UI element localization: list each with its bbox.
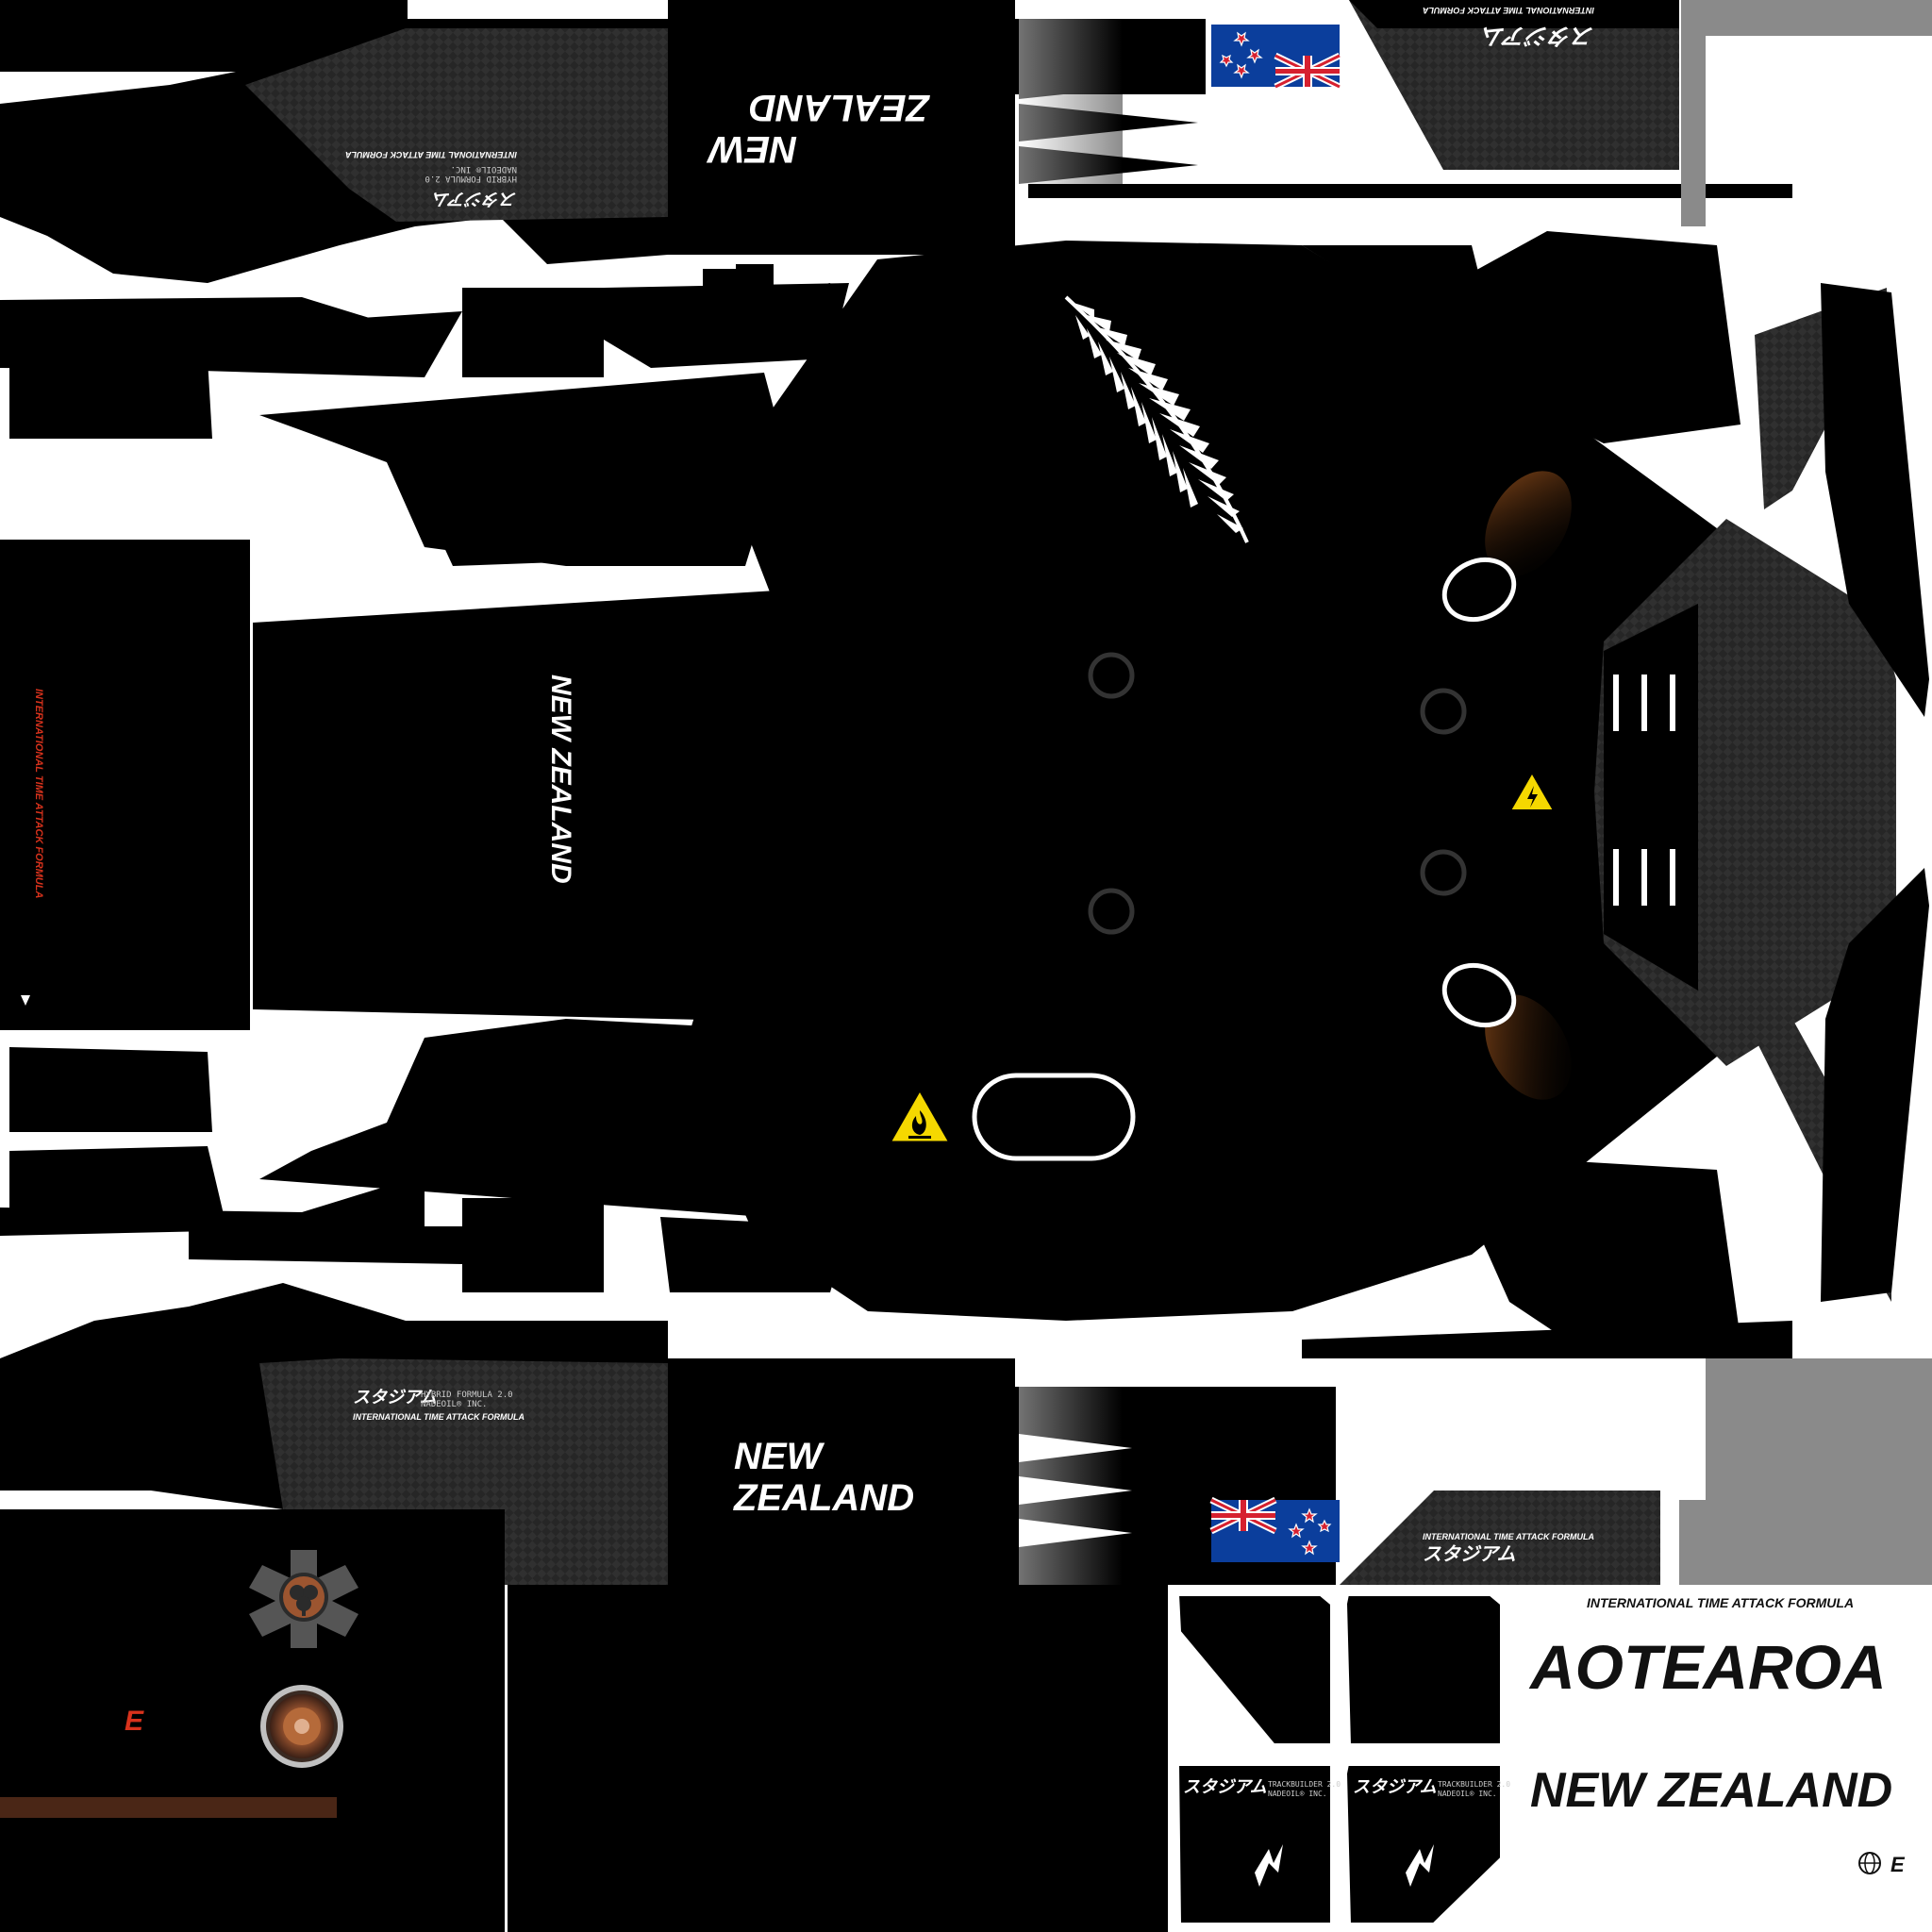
- brand-katakana-top: スタジアム: [433, 190, 517, 208]
- mount-ring-1: [1088, 652, 1135, 699]
- exhaust-oval-1: [1441, 557, 1517, 623]
- tile-3: [1174, 1762, 1334, 1926]
- left-strip-2: [9, 358, 212, 439]
- left-small-piece: [703, 269, 745, 302]
- copper-strip: [0, 1797, 337, 1818]
- tile-branding-2: スタジアム TRACKBUILDER 2.0 NADEOIL® INC.: [1353, 1777, 1510, 1798]
- company-line-tile-2: NADEOIL® INC.: [1438, 1790, 1497, 1798]
- series-name-endplate-top: INTERNATIONAL TIME ATTACK FORMULA: [1423, 6, 1594, 15]
- copper-disc-icon: [260, 1685, 343, 1768]
- brand-katakana-tile-2: スタジアム: [1353, 1777, 1437, 1796]
- nz-flag-icon: [1211, 25, 1340, 87]
- sidepod-bottom-branding: スタジアム HYBRID FORMULA 2.0 NADEOIL® INC. I…: [353, 1388, 525, 1422]
- country-line2-bottom: ZEALAND: [733, 1477, 914, 1519]
- sidepod-top-carbon: [245, 28, 668, 222]
- brand-katakana-bottom: スタジアム: [353, 1388, 437, 1407]
- mount-ring-3: [1420, 688, 1467, 735]
- hybrid-line-bottom: HYBRID FORMULA 2.0: [421, 1391, 513, 1400]
- left-lower-piece: [189, 1226, 462, 1264]
- series-name-top-left: INTERNATIONAL TIME ATTACK FORMULA: [345, 150, 517, 159]
- arrow-glyph-2: [1406, 1844, 1434, 1887]
- exhaust-trail-1: [1485, 471, 1572, 576]
- endplate-top-black: [1349, 0, 1679, 28]
- country-vertical: NEW ZEALAND: [545, 675, 576, 884]
- chevrons-top: [1019, 19, 1198, 184]
- nose-top-panel: [668, 0, 1015, 255]
- left-strip-3: [170, 311, 462, 377]
- tall-left-panel: [0, 540, 250, 1030]
- rear-diffuser-bars: [1613, 675, 1675, 906]
- series-name-bottom-left: INTERNATIONAL TIME ATTACK FORMULA: [353, 1412, 525, 1422]
- globe-logo-icon: [1858, 1852, 1881, 1874]
- tile-1: [1174, 1592, 1334, 1747]
- new-zealand-vertical-wordmark: NEW ZEALAND: [545, 675, 576, 884]
- brand-katakana-endplate-top: スタジアム: [1483, 23, 1594, 48]
- arrow-marker: [21, 995, 30, 1006]
- wing-top-lower: [1028, 184, 1792, 198]
- aotearoa-wordmark: AOTEAROA: [1528, 1632, 1887, 1702]
- right-arm-top-outer: [1821, 283, 1929, 717]
- endplate-top-branding: スタジアム INTERNATIONAL TIME ATTACK FORMULA: [1423, 6, 1594, 48]
- tile-4: [1342, 1762, 1504, 1926]
- left-chunk-1: [462, 288, 604, 377]
- exhaust-trail-2: [1485, 994, 1572, 1100]
- nose-bottom-panel: [668, 1358, 1015, 1594]
- country-line1-top: NEW: [706, 128, 797, 170]
- mount-ring-4: [1420, 849, 1467, 896]
- exhaust-oval-2: [1441, 962, 1517, 1028]
- primer-grey-top: [1681, 0, 1932, 226]
- shamrock-badge-icon: [249, 1550, 358, 1648]
- mount-ring-2: [1088, 888, 1135, 935]
- bottom-left-panel: [0, 1509, 505, 1932]
- right-sidepod-top: [1453, 231, 1740, 443]
- nz-flag-icon-bottom: [1211, 1500, 1340, 1562]
- brand-katakana-endplate-bottom: スタジアム: [1423, 1544, 1516, 1565]
- company-line-tile-1: NADEOIL® INC.: [1268, 1790, 1327, 1798]
- monocoque: [679, 241, 1717, 1321]
- series-name-red: INTERNATIONAL TIME ATTACK FORMULA: [33, 689, 44, 898]
- side-upper-inner: [396, 406, 736, 566]
- new-zealand-decal: NEW ZEALAND: [1530, 1763, 1892, 1818]
- trackbuilder-line-1: TRACKBUILDER 2.0: [1268, 1780, 1341, 1789]
- series-name-decal: INTERNATIONAL TIME ATTACK FORMULA: [1587, 1595, 1854, 1610]
- high-voltage-warning-icon: [1508, 770, 1556, 811]
- right-sidepod-bottom: [1472, 1160, 1740, 1358]
- left-lower-wedge: [9, 1146, 226, 1226]
- series-name-endplate-bottom: INTERNATIONAL TIME ATTACK FORMULA: [1423, 1532, 1594, 1541]
- right-upper-wedge: [1302, 245, 1509, 396]
- left-lower-strip-2: [9, 1047, 212, 1132]
- endplate-bottom-carbon: [1340, 1491, 1660, 1585]
- company-line-top: NADEOIL® INC.: [451, 164, 517, 174]
- tile-branding-1: スタジアム TRACKBUILDER 2.0 NADEOIL® INC.: [1183, 1777, 1341, 1798]
- engine-cover-black: [1604, 604, 1698, 991]
- left-lower-chunk-2: [660, 1217, 849, 1292]
- country-line2-top: ZEALAND: [749, 87, 930, 128]
- endplate-top-carbon: [1349, 0, 1679, 170]
- tile-2: [1342, 1592, 1504, 1747]
- hybrid-line-top: HYBRID FORMULA 2.0: [425, 174, 517, 183]
- right-arm-bottom-outer: [1821, 868, 1929, 1302]
- wing-bottom-rail: [1302, 1321, 1792, 1358]
- bottom-center-panel: [508, 1585, 1168, 1932]
- small-logo-letter: E: [125, 1706, 144, 1737]
- sidepod-top-branding: スタジアム HYBRID FORMULA 2.0 NADEOIL® INC. I…: [345, 150, 517, 208]
- fuel-cap-oval: [972, 1073, 1136, 1161]
- small-logo-letter-decal: E: [1890, 1853, 1906, 1876]
- arrow-glyph-1: [1255, 1844, 1283, 1887]
- silver-fern-icon: [1064, 295, 1249, 543]
- trackbuilder-line-2: TRACKBUILDER 2.0: [1438, 1780, 1510, 1789]
- left-wedge-top: [623, 283, 858, 358]
- brand-katakana-tile-1: スタジアム: [1183, 1777, 1267, 1796]
- new-zealand-bottom-wordmark: NEW ZEALAND: [733, 1436, 914, 1519]
- company-line-bottom: NADEOIL® INC.: [421, 1400, 487, 1409]
- country-line1-bottom: NEW: [734, 1436, 825, 1477]
- new-zealand-top-wordmark: NEW ZEALAND: [706, 87, 930, 170]
- endplate-bottom-branding: INTERNATIONAL TIME ATTACK FORMULA スタジアム: [1423, 1532, 1594, 1565]
- primer-grey-bottom: [1679, 1358, 1932, 1585]
- side-lower-panel: [259, 1019, 783, 1217]
- flammable-warning-icon: [887, 1086, 953, 1144]
- left-lower-chunk-1: [462, 1198, 604, 1292]
